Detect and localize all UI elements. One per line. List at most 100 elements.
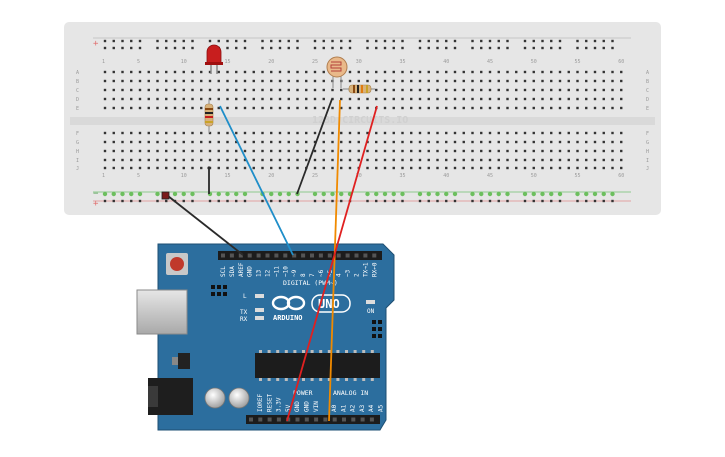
breadboard-hole[interactable] [392,79,395,83]
breadboard-hole[interactable] [576,166,579,170]
breadboard-hole[interactable] [471,88,474,92]
breadboard-hole[interactable] [103,88,107,92]
breadboard-hole[interactable] [261,88,264,92]
rail-hole[interactable] [312,191,318,197]
breadboard-hole[interactable] [252,149,255,153]
breadboard-hole[interactable] [287,149,290,153]
breadboard-hole[interactable] [357,70,360,74]
breadboard-hole[interactable] [147,106,150,110]
header-pin-hole[interactable] [295,417,300,422]
breadboard-hole[interactable] [427,166,430,170]
breadboard-hole[interactable] [121,158,124,162]
breadboard-hole[interactable] [121,79,124,83]
breadboard-hole[interactable] [138,88,142,92]
breadboard-hole[interactable] [453,70,457,74]
header-pin-hole[interactable] [221,253,225,258]
rail-hole[interactable] [331,39,334,43]
rail-hole[interactable] [366,199,369,203]
rail-hole[interactable] [418,199,422,203]
breadboard-hole[interactable] [182,140,185,144]
rail-hole[interactable] [382,191,388,197]
rail-hole[interactable] [522,191,528,197]
rail-hole[interactable] [480,199,483,203]
breadboard-hole[interactable] [410,131,413,135]
rail-hole[interactable] [165,39,168,43]
breadboard-hole[interactable] [410,149,413,153]
breadboard-hole[interactable] [278,158,282,162]
breadboard-hole[interactable] [480,131,483,135]
rail-hole[interactable] [155,191,160,197]
breadboard-hole[interactable] [296,158,299,162]
breadboard-hole[interactable] [541,79,544,83]
rail-hole[interactable] [453,46,457,50]
rail-hole[interactable] [374,191,379,197]
breadboard-hole[interactable] [112,106,115,110]
breadboard-hole[interactable] [436,166,439,170]
rail-hole[interactable] [375,46,378,50]
breadboard-hole[interactable] [121,140,124,144]
rail-hole[interactable] [523,46,527,50]
breadboard-hole[interactable] [453,97,457,101]
breadboard-hole[interactable] [252,140,255,144]
wire-orange-a0[interactable] [328,99,341,422]
rail-hole[interactable] [242,191,248,197]
breadboard-hole[interactable] [602,97,605,101]
breadboard-hole[interactable] [322,131,325,135]
breadboard-hole[interactable] [436,149,439,153]
breadboard-hole[interactable] [427,106,430,110]
breadboard-hole[interactable] [427,149,430,153]
breadboard-hole[interactable] [541,131,544,135]
breadboard-hole[interactable] [313,131,317,135]
breadboard-hole[interactable] [217,79,220,83]
rail-hole[interactable] [417,191,423,197]
breadboard-hole[interactable] [313,97,317,101]
breadboard-hole[interactable] [445,158,448,162]
rail-hole[interactable] [278,199,282,203]
breadboard-hole[interactable] [130,70,133,74]
breadboard-hole[interactable] [226,88,229,92]
breadboard-hole[interactable] [235,166,238,170]
breadboard-hole[interactable] [366,70,369,74]
breadboard-hole[interactable] [121,149,124,153]
breadboard-hole[interactable] [620,106,623,110]
rail-hole[interactable] [506,39,509,43]
breadboard-hole[interactable] [357,106,360,110]
breadboard-hole[interactable] [200,88,203,92]
breadboard-hole[interactable] [278,166,282,170]
breadboard-hole[interactable] [173,79,177,83]
breadboard-hole[interactable] [383,158,387,162]
breadboard-hole[interactable] [270,131,273,135]
breadboard-hole[interactable] [488,149,492,153]
breadboard-hole[interactable] [121,131,124,135]
breadboard-hole[interactable] [418,97,422,101]
breadboard-hole[interactable] [121,88,124,92]
breadboard-hole[interactable] [103,70,107,74]
rail-hole[interactable] [331,46,334,50]
breadboard-hole[interactable] [313,79,317,83]
rail-hole[interactable] [208,199,212,203]
breadboard-hole[interactable] [427,79,430,83]
breadboard-hole[interactable] [366,79,369,83]
breadboard-hole[interactable] [375,70,378,74]
breadboard-hole[interactable] [138,140,142,144]
breadboard-hole[interactable] [305,140,308,144]
breadboard-hole[interactable] [261,79,264,83]
rail-hole[interactable] [165,46,168,50]
rail-hole[interactable] [602,199,605,203]
breadboard-hole[interactable] [576,131,579,135]
rail-hole[interactable] [532,199,535,203]
breadboard-hole[interactable] [471,97,474,101]
breadboard-hole[interactable] [558,79,562,83]
breadboard-hole[interactable] [340,149,343,153]
breadboard-hole[interactable] [366,106,369,110]
breadboard-hole[interactable] [165,149,168,153]
breadboard-hole[interactable] [436,131,439,135]
breadboard-hole[interactable] [147,149,150,153]
breadboard-hole[interactable] [392,131,395,135]
breadboard-hole[interactable] [453,88,457,92]
breadboard-hole[interactable] [130,88,133,92]
breadboard-hole[interactable] [173,88,177,92]
breadboard-hole[interactable] [138,131,142,135]
breadboard-hole[interactable] [348,149,352,153]
breadboard-hole[interactable] [620,88,623,92]
